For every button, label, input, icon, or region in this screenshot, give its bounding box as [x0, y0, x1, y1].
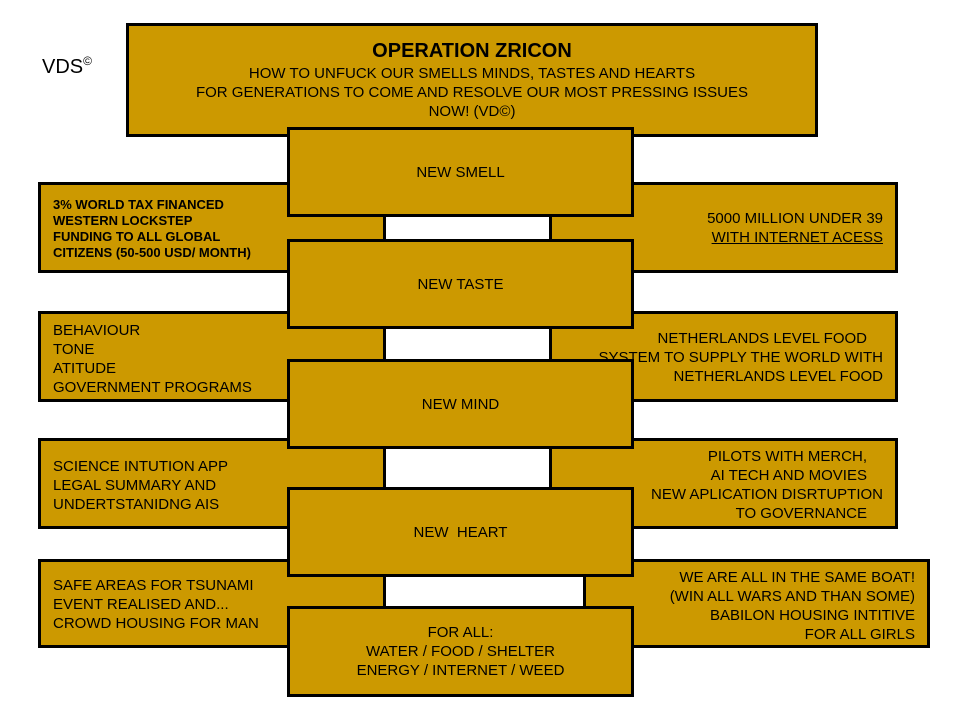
for-all-line: FOR ALL:	[427, 624, 494, 641]
for-all-line: WATER / FOOD / SHELTER	[366, 643, 555, 660]
new-taste-box: NEW TASTE	[287, 239, 634, 329]
left-line: ATITUDE	[53, 360, 117, 377]
right-line: BABILON HOUSING INTITIVE	[709, 607, 915, 624]
left-line: GOVERNMENT PROGRAMS	[53, 379, 252, 396]
right-line: PILOTS WITH MERCH,	[707, 448, 867, 465]
new-smell-box: NEW SMELL	[287, 127, 634, 217]
right-line-underlined: WITH INTERNET ACESS	[711, 229, 883, 246]
vds-logo: VDS©	[42, 54, 92, 79]
left-line: TONE	[53, 341, 95, 358]
title-line: HOW TO UNFUCK OUR SMELLS MINDS, TASTES A…	[248, 65, 696, 82]
left-line: SCIENCE INTUTION APP	[53, 458, 229, 475]
right-line: NETHERLANDS LEVEL FOOD	[657, 330, 868, 347]
title-line: NOW! (VD©)	[428, 103, 516, 120]
right-line: NEW APLICATION DISRTUPTION	[651, 486, 883, 503]
copyright-mark: ©	[83, 54, 92, 68]
left-line: FUNDING TO ALL GLOBAL	[53, 229, 221, 244]
right-line: FOR ALL GIRLS	[804, 626, 915, 643]
diagram-title: OPERATION ZRICON	[372, 40, 572, 62]
left-line: BEHAVIOUR	[53, 322, 141, 339]
new-mind-label: NEW MIND	[421, 395, 500, 413]
left-line: EVENT REALISED AND...	[53, 596, 229, 613]
left-line: SAFE AREAS FOR TSUNAMI	[53, 577, 254, 594]
right-line: 5000 MILLION UNDER 39	[707, 210, 883, 227]
for-all-box: FOR ALL: WATER / FOOD / SHELTER ENERGY /…	[287, 606, 634, 697]
left-line: UNDERTSTANIDNG AIS	[53, 496, 220, 513]
new-heart-box: NEW HEART	[287, 487, 634, 577]
left-line: 3% WORLD TAX FINANCED	[53, 197, 224, 212]
right-line: (WIN ALL WARS AND THAN SOME)	[669, 588, 915, 605]
left-line: CROWD HOUSING FOR MAN	[53, 615, 259, 632]
right-line: AI TECH AND MOVIES	[710, 467, 867, 484]
right-line: NETHERLANDS LEVEL FOOD	[673, 368, 884, 385]
new-smell-label: NEW SMELL	[416, 163, 505, 181]
left-line: WESTERN LOCKSTEP	[53, 213, 193, 228]
left-line: CITIZENS (50-500 USD/ MONTH)	[53, 245, 251, 260]
new-mind-box: NEW MIND	[287, 359, 634, 449]
right-line: SYSTEM TO SUPPLY THE WORLD WITH	[598, 349, 884, 366]
right-line: WE ARE ALL IN THE SAME BOAT!	[679, 569, 915, 586]
for-all-line: ENERGY / INTERNET / WEED	[356, 662, 565, 679]
right-line: TO GOVERNANCE	[735, 505, 867, 522]
right-box-boat: WE ARE ALL IN THE SAME BOAT! (WIN ALL WA…	[583, 559, 930, 648]
left-line: LEGAL SUMMARY AND	[53, 477, 217, 494]
title-box: OPERATION ZRICON HOW TO UNFUCK OUR SMELL…	[126, 23, 818, 137]
logo-text: VDS	[42, 56, 84, 78]
new-heart-label: NEW HEART	[413, 523, 508, 541]
new-taste-label: NEW TASTE	[417, 275, 504, 293]
title-line: FOR GENERATIONS TO COME AND RESOLVE OUR …	[195, 84, 749, 101]
